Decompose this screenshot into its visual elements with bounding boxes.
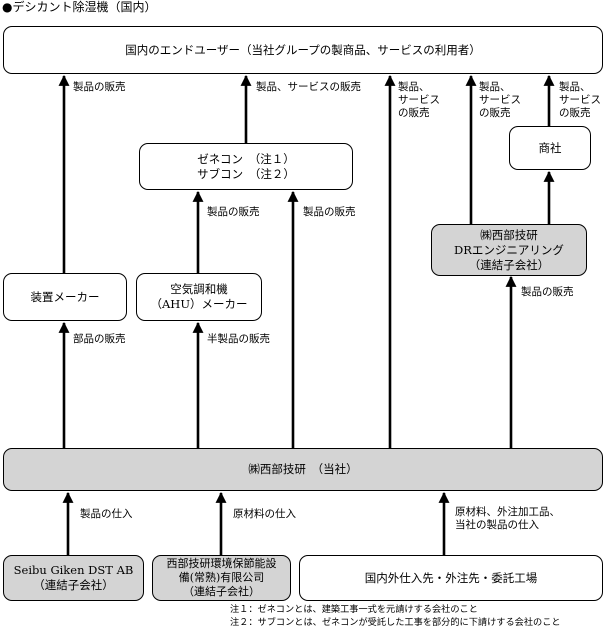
label-semi-product-sales: 半製品の販売 [207,333,270,345]
general-contractor-box: ゼネコン （注１） サブコン （注２） [139,143,353,190]
suppliers-box: 国内外仕入先・外注先・委託工場 [299,555,603,601]
label-product-service-sales-seibudr: 製品、 サービス の販売 [479,81,521,119]
label-product-sales-ahu: 製品の販売 [207,206,260,218]
label-raw-material-purchase: 原材料の仕入 [233,508,296,520]
footnotes: 注１：ゼネコンとは、建築工事一式を元請けする会社のこと 注２：サブコンとは、ゼネ… [230,603,561,629]
label-product-sales-seibu-contractor: 製品の販売 [303,206,356,218]
label-product-service-sales-contractor: 製品、サービスの販売 [256,81,361,93]
label-product-purchase: 製品の仕入 [80,508,133,520]
seibu-giken-box: ㈱西部技研 （当社） [3,448,603,491]
label-product-sales-seibudr: 製品の販売 [521,286,574,298]
label-parts-sales: 部品の販売 [73,333,126,345]
footnote-1: 注１：ゼネコンとは、建築工事一式を元請けする会社のこと [230,604,478,615]
footnote-2: 注２：サブコンとは、ゼネコンが受託した工事を部分的に下請けする会社のこと [230,617,561,628]
seibu-dr-engineering-box: ㈱西部技研 DRエンジニアリング （連結子会社） [431,224,587,276]
label-raw-material-outsourcing: 原材料、外注加工品、 当社の製品の仕入 [455,506,560,531]
trading-company-box: 商社 [509,126,591,170]
diagram-title: ●デシカント除湿機（国内） [2,0,157,14]
end-users-box: 国内のエンドユーザー（当社グループの製商品、サービスの利用者） [3,26,603,74]
label-product-service-sales-trading: 製品、 サービス の販売 [559,81,601,119]
seibu-giken-dst-box: Seibu Giken DST AB （連結子会社） [3,555,144,601]
label-product-service-sales-seibu: 製品、 サービス の販売 [398,81,440,119]
equipment-maker-box: 装置メーカー [3,273,127,321]
ahu-maker-box: 空気調和機 （AHU）メーカー [136,273,262,321]
seibu-env-box: 西部技研環境保節能設 備(常熟)有限公司 （連結子会社） [152,555,291,601]
label-product-sales-equipment: 製品の販売 [73,81,126,93]
